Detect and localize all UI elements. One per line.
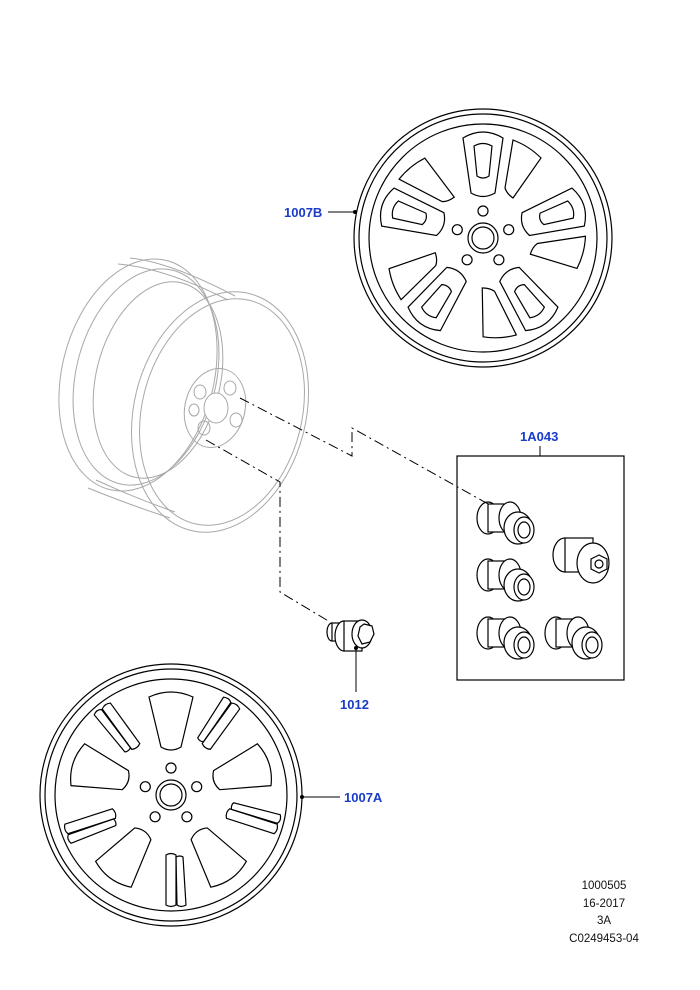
reference-block: 1000505 16-2017 3A C0249453-04 [548, 878, 660, 948]
locking-nut-3[interactable] [476, 616, 535, 660]
callout-1007a[interactable]: 1007A [344, 790, 383, 805]
assembly-lines [205, 397, 491, 623]
locking-nut-key[interactable] [552, 537, 610, 584]
reference-line-2: 16-2017 [582, 897, 626, 910]
callout-1012[interactable]: 1012 [340, 697, 369, 712]
reference-line-4: C0249453-04 [569, 932, 639, 945]
callout-1a043[interactable]: 1A043 [520, 429, 559, 444]
callout-1007b[interactable]: 1007B [284, 205, 323, 220]
wheel-1007b-hub [451, 205, 515, 266]
ghost-wheel-rim [58, 257, 310, 533]
wheel-1007a-windows [63, 691, 282, 908]
reference-line-1: 1000505 [581, 880, 627, 892]
locking-nut-4[interactable] [544, 616, 603, 660]
wheel-1007b-windows [379, 131, 587, 339]
wheel-1007b[interactable] [353, 108, 613, 368]
locking-nut-2[interactable] [476, 558, 535, 602]
wheel-1007a-hub [139, 762, 203, 823]
wheel-nut[interactable] [326, 619, 375, 652]
leader-lines [302, 211, 541, 798]
locking-nut-1[interactable] [476, 501, 535, 545]
leader-dots [300, 210, 358, 799]
wheel-1007a[interactable] [39, 663, 303, 927]
reference-line-3: 3A [596, 915, 612, 927]
